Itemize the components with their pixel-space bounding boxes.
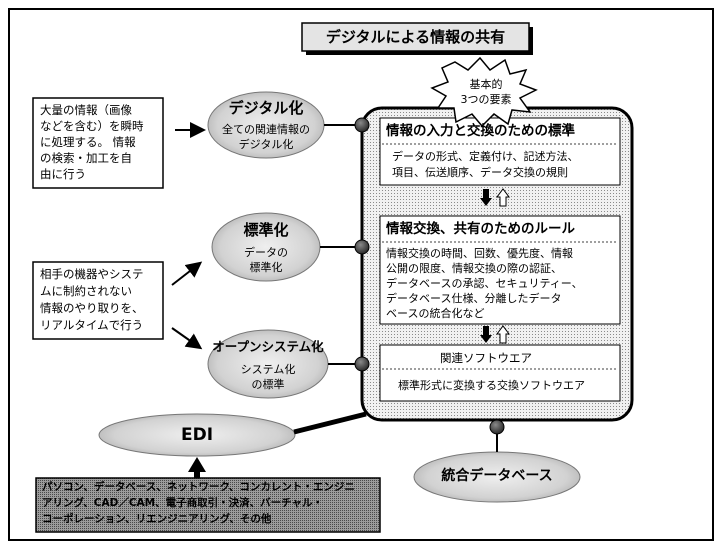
panel-1-title: 情報の入力と交換のための標準 xyxy=(386,123,575,139)
ellipse-standard-line2: 標準化 xyxy=(249,261,283,274)
bottom-box xyxy=(35,477,381,533)
left-box-middle-line: リアルタイムで行う xyxy=(40,318,144,332)
left-box-top-line: に処理する。 情報 xyxy=(40,135,136,149)
bottom-box-line: パソコン、データベース、ネットワーク、コンカレント・エンジニ xyxy=(42,481,355,493)
left-box-top-line: 大量の情報（画像 xyxy=(40,103,132,117)
ellipse-db-title: 統合データベース xyxy=(441,468,553,484)
knob-open xyxy=(354,356,370,372)
ellipse-standard-line1: データの xyxy=(244,246,288,259)
knob-db xyxy=(489,419,505,435)
panel-2-line: 情報交換の時間、回数、優先度、情報 xyxy=(386,247,573,260)
starburst-line1: 基本的 xyxy=(469,78,503,91)
ellipse-edi-title: EDI xyxy=(180,425,214,445)
panel-1-line2: 項目、伝送順序、データ交換の規則 xyxy=(392,166,568,179)
ellipse-open-title: オープンシステム化 xyxy=(212,339,324,354)
left-box-top-line: 由に行う xyxy=(40,167,86,181)
panel-2-line: ベースの統合化など xyxy=(386,307,485,320)
bottom-box-line: アリング、CAD／CAM、電子商取引・決済、バーチャル・ xyxy=(42,497,323,509)
starburst-shape xyxy=(430,56,538,128)
left-box-middle-line: 相手の機器やシステ xyxy=(40,267,144,281)
double-arrow-1 xyxy=(480,188,510,207)
page-title: デジタルによる情報の共有 xyxy=(325,28,506,46)
bottom-box-line: コーポレーション、リエンジニアリング、その他 xyxy=(42,513,272,525)
ellipse-open-line1: システム化 xyxy=(240,363,296,376)
left-box-top xyxy=(32,97,164,189)
ellipse-standard-title: 標準化 xyxy=(243,221,289,239)
connector-edi xyxy=(293,411,367,435)
left-box-top-line: などを含む）を瞬時 xyxy=(40,119,144,133)
title-box xyxy=(301,22,530,52)
ellipse-digital-line1: 全ての関連情報の xyxy=(222,123,310,136)
panel-2-line: データベースの承認、セキュリティー、 xyxy=(386,277,583,290)
panel-2-line: データベース仕様、分離したデータ xyxy=(386,292,562,305)
left-box-top-line: の検索・加工を自 xyxy=(40,151,132,165)
panel-2-line: 公開の限度、情報交換の際の認証、 xyxy=(386,262,562,275)
panel-2-title: 情報交換、共有のためのルール xyxy=(386,221,575,237)
arrow-to-edi xyxy=(188,457,206,478)
left-box-middle-line: 情報のやり取りを、 xyxy=(40,301,144,315)
panel-3-line1: 標準形式に変換する交換ソフトウエア xyxy=(398,379,585,392)
ellipse-digital-title: デジタル化 xyxy=(228,99,304,117)
outer-frame xyxy=(8,8,714,541)
panel-box-3 xyxy=(379,344,621,402)
ellipse-open-line2: の標準 xyxy=(251,378,285,391)
arrow-to-open xyxy=(171,327,203,350)
knob-digital xyxy=(354,117,370,133)
panel-box-1 xyxy=(379,117,621,186)
left-box-middle-line: ムに制約されない xyxy=(40,284,132,298)
panel-box-2 xyxy=(379,215,621,325)
ellipse-edi xyxy=(98,413,296,457)
panel-3-title: 関連ソフトウエア xyxy=(440,351,532,365)
panel-1-line1: データの形式、定義付け、記述方法、 xyxy=(392,150,579,163)
knob-standard xyxy=(354,239,370,255)
left-box-middle xyxy=(32,261,164,340)
starburst-line2: 3つの要素 xyxy=(460,93,512,106)
arrow-to-standard xyxy=(171,261,203,286)
ellipse-digital-line2: デジタル化 xyxy=(238,138,294,151)
double-arrow-2 xyxy=(480,325,510,344)
